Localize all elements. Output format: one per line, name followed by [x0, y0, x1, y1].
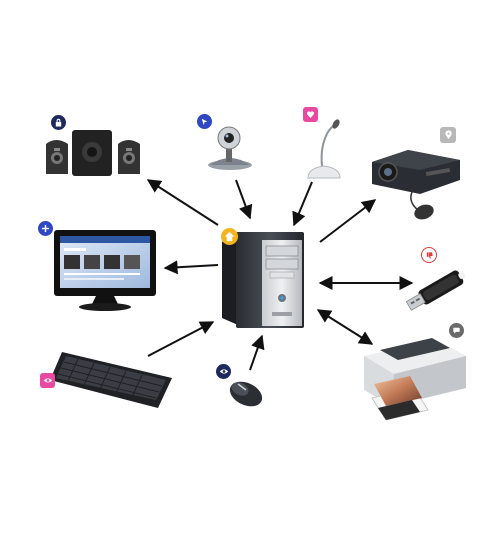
- microphone-badge: [303, 107, 318, 122]
- lock-icon: [55, 118, 62, 127]
- speakers-icon: [46, 130, 140, 176]
- arrow-printer-both: [316, 309, 374, 345]
- pin-icon: [444, 130, 452, 140]
- home-icon: [224, 231, 235, 242]
- arrows: [146, 179, 414, 371]
- arrow-from-mouse: [249, 334, 265, 371]
- speakers-badge: [51, 115, 66, 130]
- thumbs-down-icon: [426, 251, 433, 259]
- arrow-from-microphone: [292, 181, 313, 227]
- mouse-badge: [216, 364, 231, 379]
- microphone-icon: [307, 119, 341, 179]
- projector-icon: [372, 150, 460, 220]
- computer-tower-icon: [222, 232, 304, 328]
- webcam-icon: [208, 126, 252, 170]
- chat-icon: [453, 327, 460, 334]
- computer-tower-badge: [221, 228, 238, 245]
- eye-icon: [219, 369, 228, 374]
- arrow-from-webcam: [235, 179, 253, 220]
- arrow-to-projector: [319, 199, 377, 243]
- arrow-to-monitor: [163, 260, 219, 275]
- plus-icon: [41, 224, 50, 233]
- projector-badge: [440, 127, 456, 143]
- mouse-icon: [229, 381, 263, 407]
- cursor-icon: [201, 118, 208, 126]
- heart-icon: [306, 111, 315, 119]
- printer-icon: [364, 338, 466, 421]
- keyboard-icon: [50, 352, 172, 408]
- arrow-to-speakers: [146, 179, 219, 226]
- eye-icon: [43, 378, 52, 383]
- arrow-from-keyboard: [147, 321, 215, 357]
- keyboard-badge: [40, 373, 55, 388]
- usb-flash-drive-icon: [405, 270, 466, 311]
- monitor-icon: [54, 230, 156, 311]
- monitor-badge: [38, 221, 53, 236]
- webcam-badge: [197, 114, 212, 129]
- usb-flash-drive-badge: [421, 247, 437, 263]
- printer-badge: [449, 323, 464, 338]
